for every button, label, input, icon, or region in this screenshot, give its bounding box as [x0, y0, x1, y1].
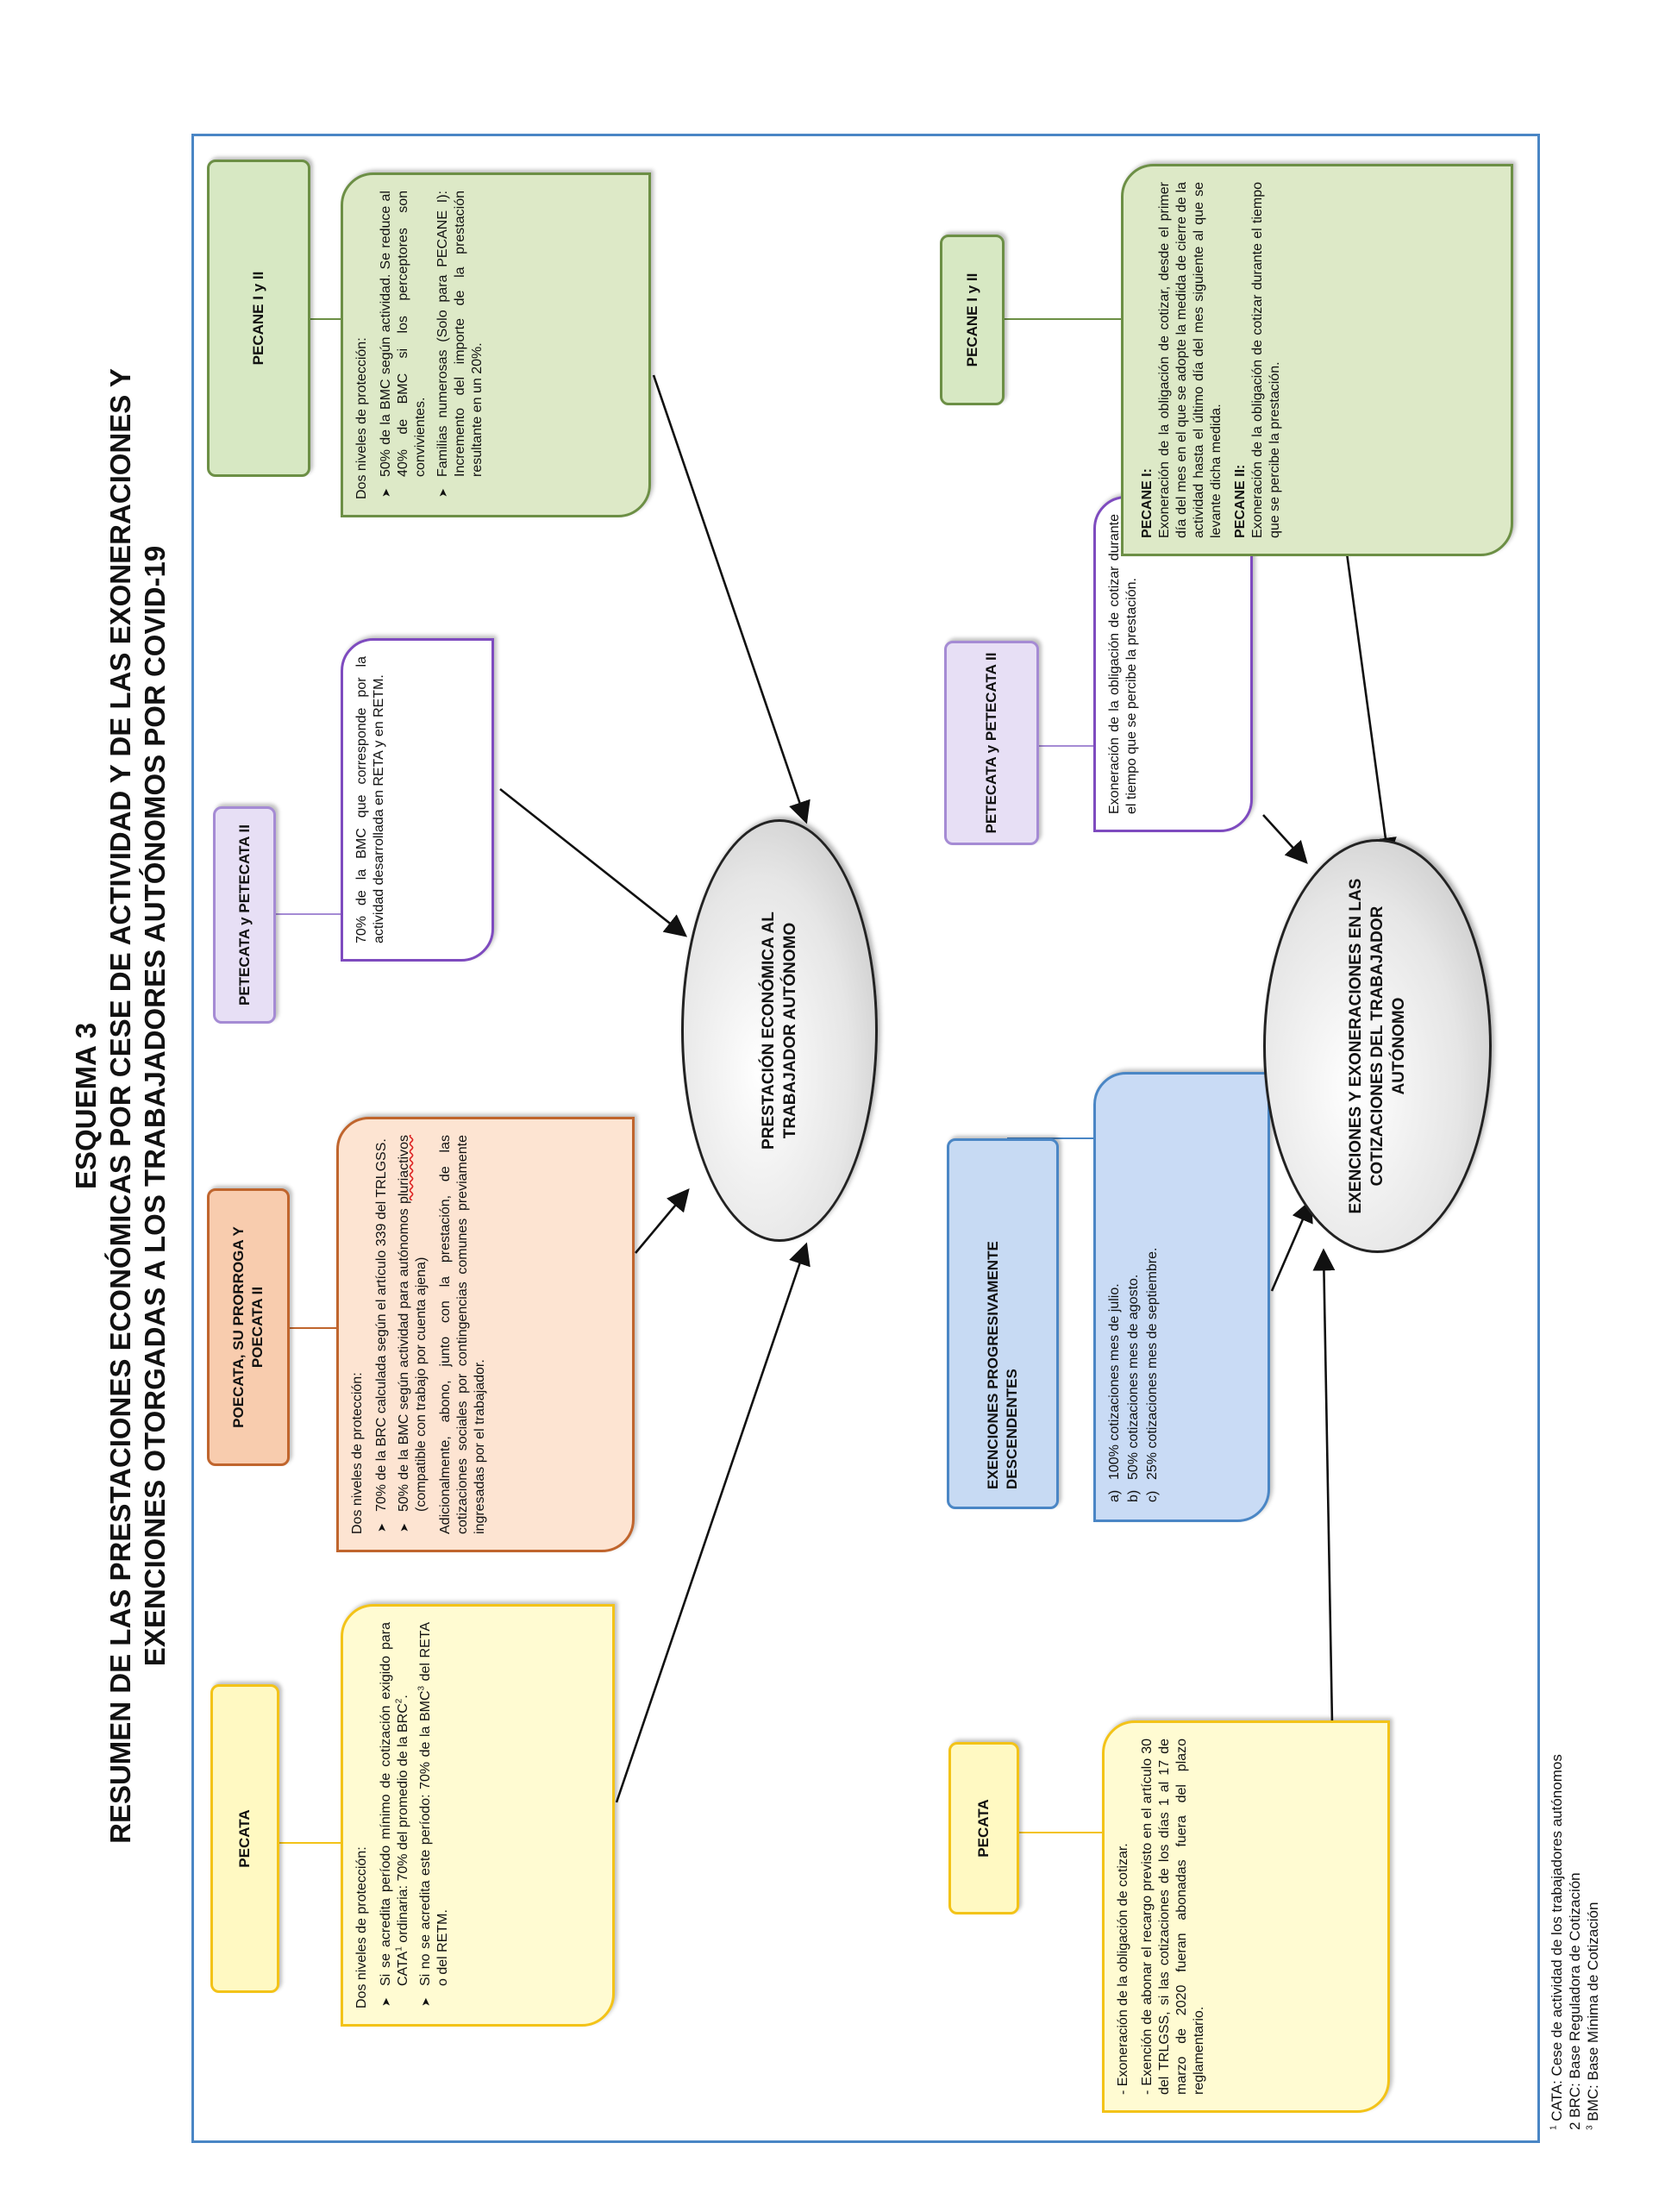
progresivas-box: a)100% cotizaciones mes de julio. b)50% … [1093, 1072, 1270, 1522]
pecata-item-2: Si no se acredita este período: 70% de l… [417, 1622, 452, 1986]
ex-pecata-tab: PECATA [948, 1742, 1019, 1914]
pecata-box: Dos niveles de protección: Si se acredit… [341, 1604, 615, 2027]
ex-pecane-head-2: PECANE II: [1233, 464, 1248, 538]
poecata-intro: Dos niveles de protección: [350, 1372, 365, 1534]
ex-pecata-box: - Exoneración de la obligación de cotiza… [1102, 1720, 1390, 2113]
progresivas-item-b: b)50% cotizaciones mes de agosto. [1126, 1274, 1141, 1502]
footnotes: 1 CATA: Cese de actividad de los trabaja… [1548, 1354, 1608, 2130]
poecata-box: Dos niveles de protección: 70% de la BRC… [336, 1117, 635, 1552]
ex-pecata-item-2: - Exención de abonar el recargo previsto… [1140, 1738, 1206, 2095]
ex-petecata-text: Exoneración de la obligación de cotizar … [1107, 514, 1139, 814]
progresivas-item-a: a)100% cotizaciones mes de julio. [1107, 1283, 1122, 1502]
petecata-text: 70% de la BMC que corresponde por la act… [354, 656, 386, 943]
pecane-tab: PECANE I y II [207, 160, 310, 477]
pecane-box: Dos niveles de protección: 50% de la BMC… [341, 172, 651, 517]
ex-petecata-tab: PETECATA y PETECATA II [944, 641, 1039, 845]
ex-pecata-item-1: - Exoneración de la obligación de cotiza… [1116, 1843, 1130, 2095]
petecata-box: 70% de la BMC que corresponde por la act… [341, 638, 494, 962]
arrow-ex-pecata [1312, 1248, 1336, 1726]
footnote-1: 1 CATA: Cese de actividad de los trabaja… [1549, 1754, 1565, 2130]
ex-pecane-text-1: Exoneración de la obligación de cotizar,… [1157, 182, 1224, 538]
pecane-item-2: Familias numerosas (Solo para PECANE I):… [435, 191, 486, 477]
prestacion-center-label: PRESTACIÓN ECONÓMICA AL TRABAJADOR AUTÓN… [760, 912, 799, 1150]
pecane-item-1: 50% de la BMC según actividad. Se reduce… [378, 191, 429, 477]
petecata-tab-label: PETECATA y PETECATA II [235, 824, 253, 1006]
progresivas-tab: EXENCIONES PROGRESIVAMENTE DESCENDENTES [947, 1138, 1059, 1509]
pecane-tab-label: PECANE I y II [250, 271, 266, 366]
ex-pecane-tab: PECANE I y II [940, 235, 1005, 405]
pecata-tab-label: PECATA [236, 1809, 253, 1868]
ex-pecane-head-1: PECANE I: [1140, 468, 1155, 538]
poecata-item-2: 50% de la BMC según actividad para autón… [396, 1135, 430, 1512]
footnote-2: 2 BRC: Base Reguladora de Cotización [1567, 1872, 1583, 2130]
arrows-to-center [499, 374, 1397, 1803]
arrow-pecata [615, 1242, 811, 1803]
arrow-petecata [499, 787, 688, 937]
poecata-extra: Adicionalmente, abono, junto con la pres… [438, 1135, 487, 1534]
progresivas-tab-label: EXENCIONES PROGRESIVAMENTE DESCENDENTES [985, 1241, 1020, 1489]
ex-pecane-tab-label: PECANE I y II [963, 273, 980, 367]
poecata-tab-label: POECATA, SU PRORROGA Y POECATA II [230, 1226, 266, 1428]
prestacion-center-ellipse: PRESTACIÓN ECONÓMICA AL TRABAJADOR AUTÓN… [681, 819, 878, 1242]
ex-petecata-tab-label: PETECATA y PETECATA II [983, 652, 999, 834]
progresivas-item-c: c)25% cotizaciones mes de septiembre. [1145, 1247, 1160, 1502]
poecata-list: 70% de la BRC calculada según el artícul… [373, 1135, 430, 1534]
pecata-intro: Dos niveles de protección: [354, 1846, 369, 2008]
ex-pecata-tab-label: PECATA [975, 1799, 992, 1858]
progresivas-list: a)100% cotizaciones mes de julio. b)50% … [1106, 1090, 1161, 1504]
arrow-ex-progresivas [1270, 1199, 1313, 1292]
pecata-tab: PECATA [210, 1684, 279, 1993]
arrow-pecane [652, 374, 811, 824]
poecata-tab: POECATA, SU PRORROGA Y POECATA II [207, 1188, 290, 1466]
arrow-poecata [635, 1188, 690, 1254]
exenciones-center-label: EXENCIONES Y EXONERACIONES EN LAS COTIZA… [1347, 878, 1408, 1214]
pecata-item-1: Si se acredita período mínimo de cotizac… [378, 1622, 412, 1986]
pecane-intro: Dos niveles de protección: [354, 337, 369, 499]
pecane-list: 50% de la BMC según actividad. Se reduce… [378, 191, 486, 499]
arrow-ex-petecata [1262, 814, 1308, 864]
exenciones-center-ellipse: EXENCIONES Y EXONERACIONES EN LAS COTIZA… [1263, 839, 1492, 1253]
petecata-tab: PETECATA y PETECATA II [213, 806, 276, 1024]
ex-pecane-box: PECANE I: Exoneración de la obligación d… [1121, 164, 1513, 556]
ex-pecane-text-2: Exoneración de la obligación de cotizar … [1250, 182, 1282, 538]
poecata-item-1: 70% de la BRC calculada según el artícul… [373, 1135, 391, 1512]
pecata-list: Si se acredita período mínimo de cotizac… [378, 1622, 452, 2008]
arrow-ex-pecane [1339, 508, 1397, 861]
footnote-3: 3 BMC: Base Mínima de Cotización [1585, 1902, 1601, 2130]
